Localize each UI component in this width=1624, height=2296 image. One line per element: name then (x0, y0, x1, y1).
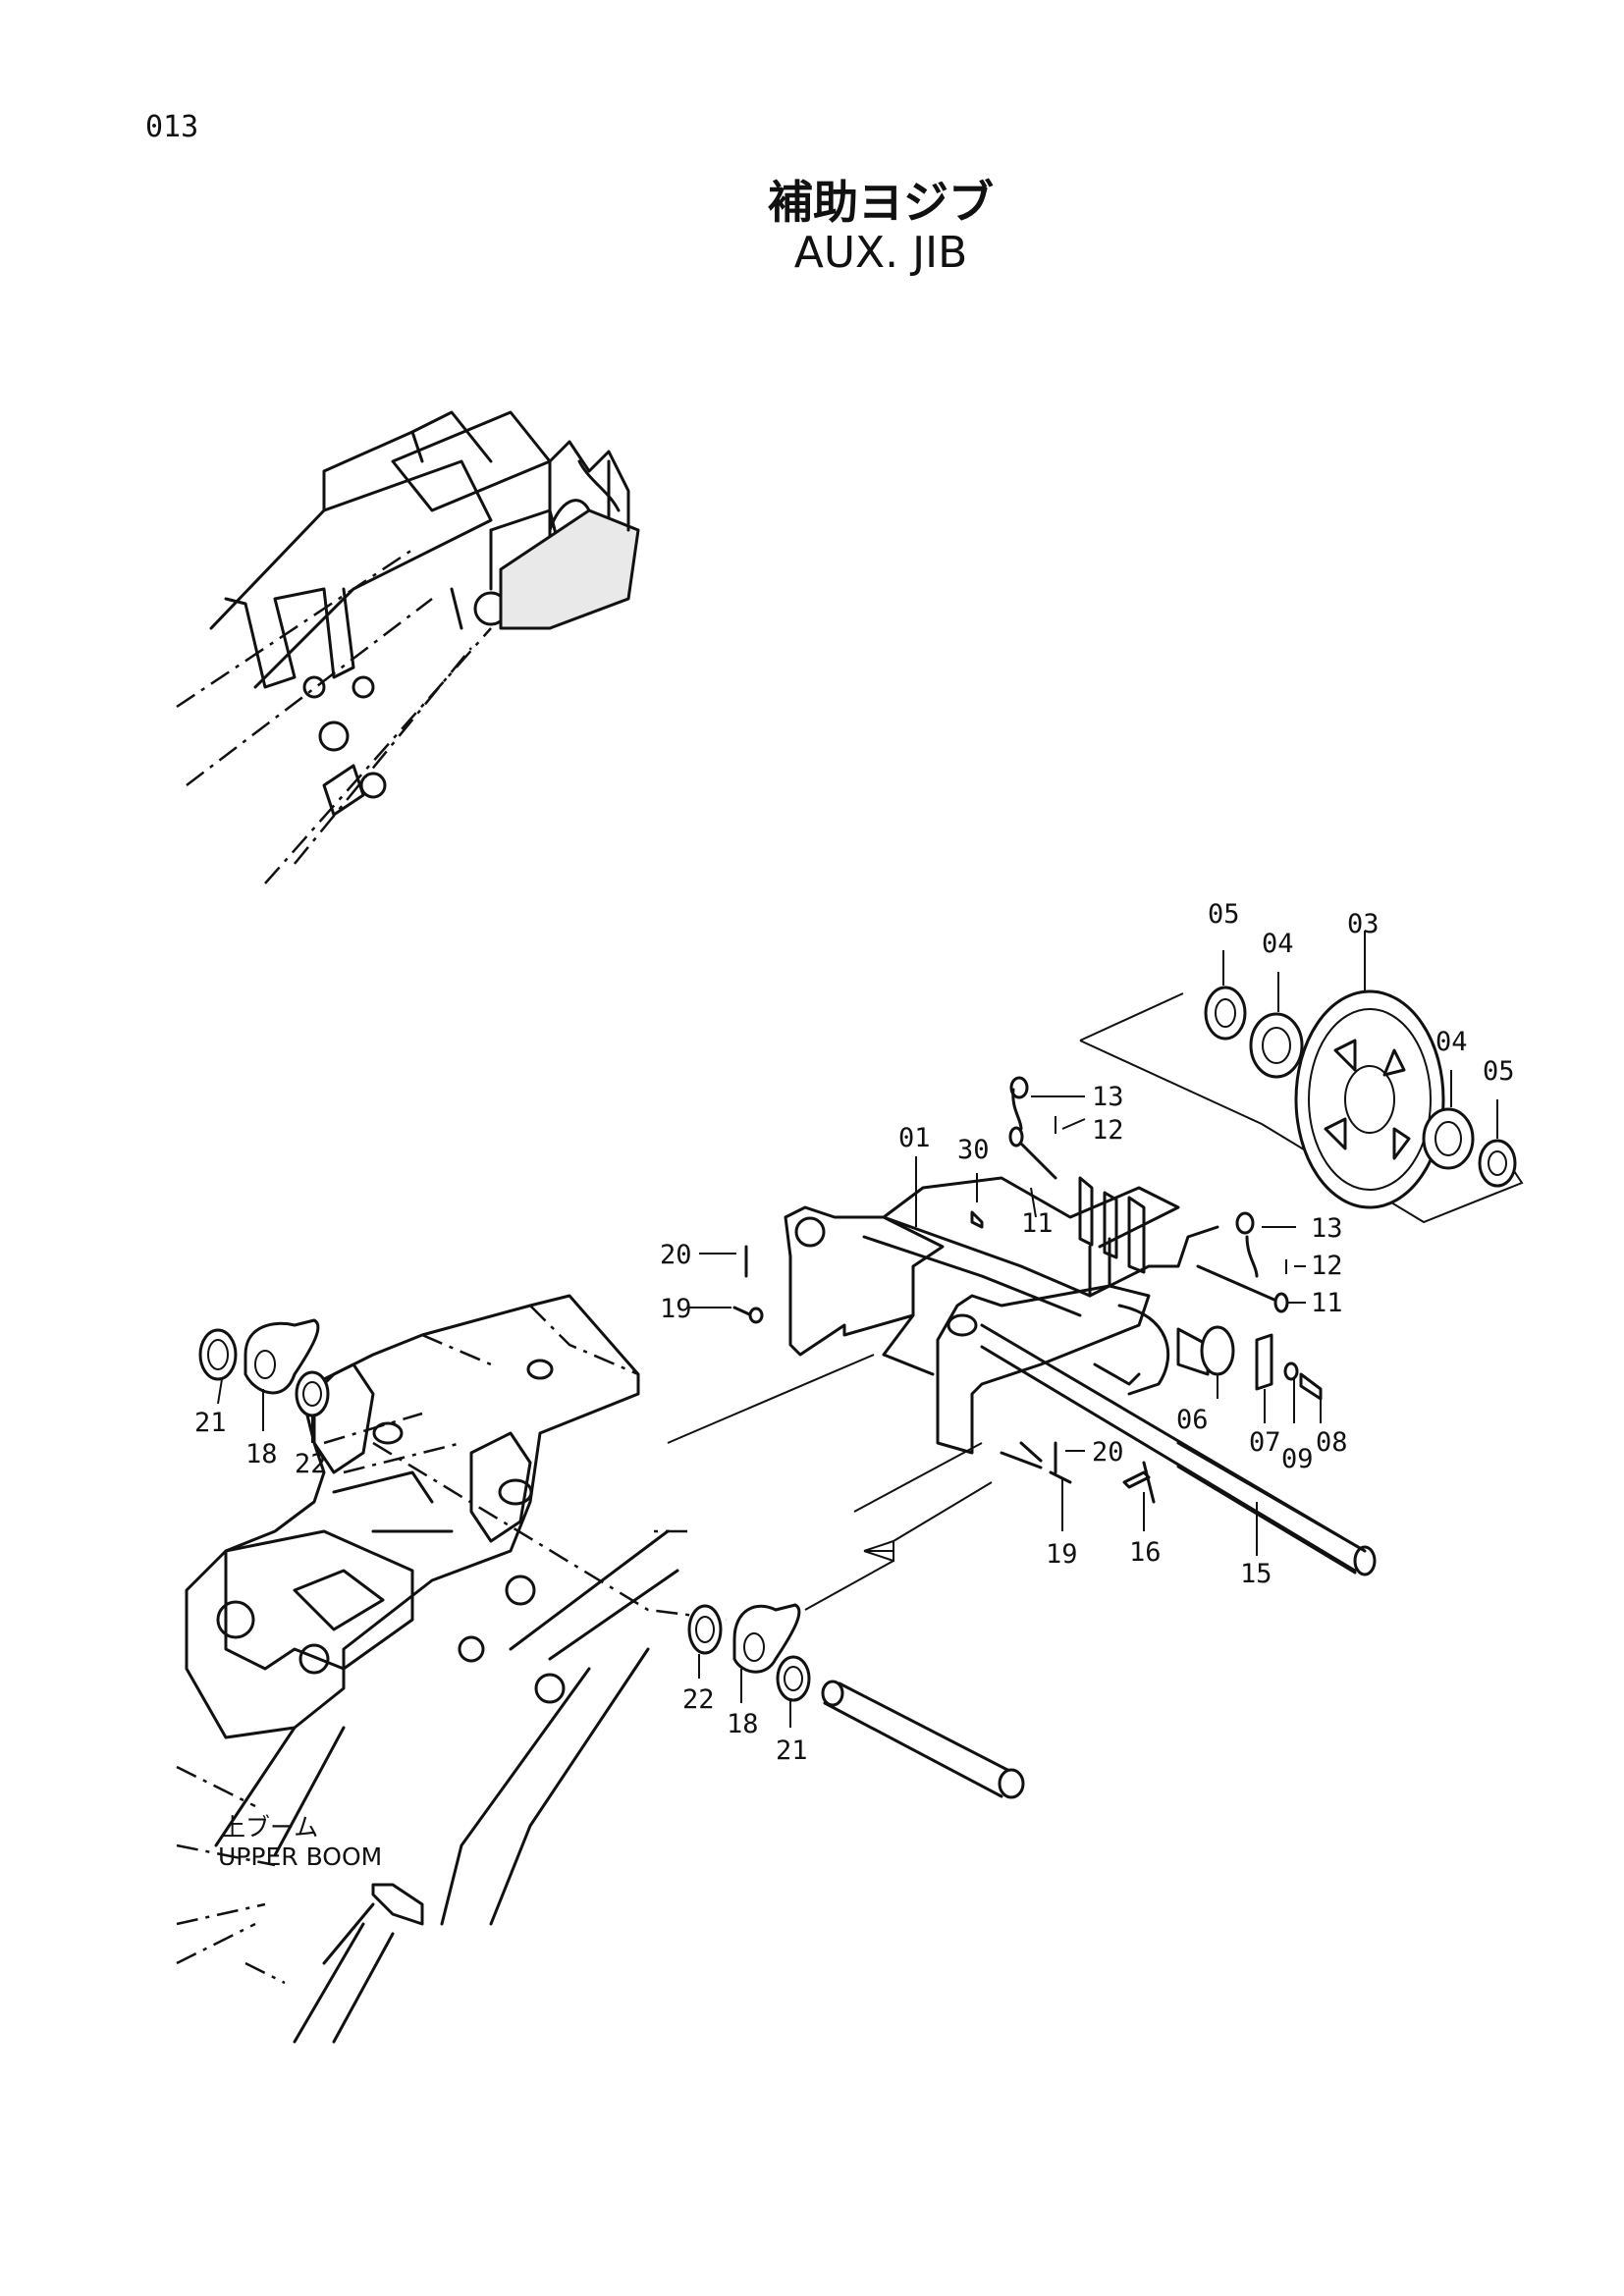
callout-30: 30 (957, 1135, 990, 1165)
callout-18: 18 (245, 1439, 278, 1469)
callout-01: 01 (898, 1123, 931, 1153)
callout-19: 19 (660, 1294, 692, 1324)
callout-11: 11 (1021, 1208, 1054, 1239)
title-english: AUX. JIB (793, 228, 968, 278)
shaft-and-pins (687, 1076, 1377, 1576)
callout-19: 19 (1046, 1539, 1078, 1570)
upper-boom-label: 上ブーム UPPER BOOM (218, 1813, 382, 1871)
sheave-assembly (1079, 986, 1524, 1224)
callout-11: 11 (1311, 1288, 1343, 1318)
callout-15: 15 (1240, 1559, 1272, 1589)
overview-drawing (176, 410, 640, 884)
callout-07: 07 (1249, 1427, 1281, 1458)
jib-frame (667, 1176, 1219, 1455)
callout-09: 09 (1281, 1444, 1314, 1474)
callout-03: 03 (1347, 909, 1380, 939)
callout-20: 20 (660, 1240, 692, 1270)
upper-boom-japanese: 上ブーム (221, 1813, 318, 1842)
upper-boom-english: UPPER BOOM (218, 1842, 382, 1871)
callout-leaders (217, 931, 1498, 1728)
callout-22: 22 (682, 1684, 715, 1715)
callout-22: 22 (295, 1449, 327, 1479)
callout-labels: 05 04 03 04 05 13 12 01 30 11 13 12 11 2… (194, 899, 1515, 1766)
callout-12: 12 (1311, 1251, 1343, 1281)
washers-and-plates (198, 1318, 1025, 1799)
callout-12: 12 (1092, 1115, 1124, 1146)
callout-05: 05 (1208, 899, 1240, 930)
title-japanese: 補助ヨジブ (768, 176, 994, 229)
callout-08: 08 (1316, 1427, 1348, 1458)
callout-13: 13 (1092, 1082, 1124, 1112)
callout-04: 04 (1262, 929, 1294, 959)
callout-16: 16 (1129, 1537, 1162, 1568)
callout-05: 05 (1483, 1056, 1515, 1087)
callout-13: 13 (1311, 1213, 1343, 1244)
callout-18: 18 (727, 1709, 759, 1739)
callout-06: 06 (1176, 1405, 1209, 1435)
page-number: 013 (145, 110, 199, 144)
callout-04: 04 (1435, 1027, 1468, 1057)
callout-21: 21 (194, 1408, 227, 1438)
upper-boom (176, 1294, 728, 2044)
callout-21: 21 (776, 1735, 808, 1766)
callout-20: 20 (1092, 1437, 1124, 1468)
